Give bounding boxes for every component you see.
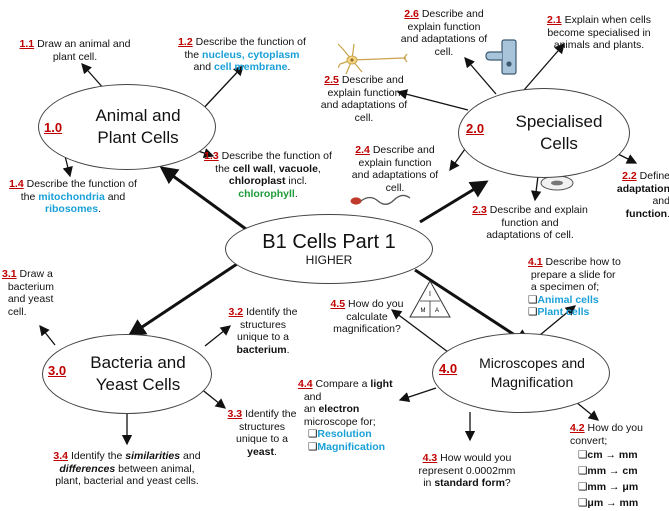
- item-4-5: 4.5 How do you calculate magnification?: [330, 298, 404, 335]
- item-1-2: 1.2 Describe the function of the nucleus…: [178, 36, 306, 73]
- convert-um-mm: μm → mm: [578, 495, 668, 511]
- option-resolution: Resolution: [308, 428, 402, 441]
- topic-3-line2: Yeast Cells: [95, 375, 181, 394]
- topic-1-line1: Animal and: [95, 106, 181, 125]
- item-1-3: 1.3 Describe the function of the cell wa…: [204, 150, 332, 200]
- topic-2-number: 2.0: [466, 121, 485, 136]
- triangle-top-label: I: [429, 291, 431, 298]
- topic-4-line1: Microscopes and: [479, 355, 585, 371]
- conversion-list: cm → mm mm → cm mm → μm μm → mm: [570, 447, 668, 511]
- topic-animal-plant-cells: Animal and Plant Cells: [38, 84, 216, 170]
- topic-2-line1: Specialised: [515, 112, 603, 131]
- item-2-3: 2.3 Describe and explain function and ad…: [472, 204, 588, 241]
- slide-options-list: Animal cells Plant cells: [528, 294, 648, 319]
- topic-bacteria-yeast-cells: Bacteria and Yeast Cells: [42, 334, 212, 414]
- item-2-6: 2.6 Describe and explain function and ad…: [400, 8, 488, 58]
- item-1-4: 1.4 Describe the function of the mitocho…: [9, 178, 137, 215]
- item-2-4: 2.4 Describe and explain function and ad…: [351, 144, 439, 194]
- magnification-triangle-icon: I M A: [409, 279, 451, 318]
- option-magnification: Magnification: [308, 441, 402, 454]
- item-4-1: 4.1 Describe how to prepare a slide for …: [528, 256, 648, 319]
- topic-4-line2: Magnification: [490, 374, 574, 390]
- topic-2-line2: Cells: [540, 134, 578, 153]
- center-title: B1 Cells Part 1: [262, 231, 396, 253]
- topic-3-line1: Bacteria and: [90, 353, 186, 372]
- center-subtitle: HIGHER: [305, 253, 353, 267]
- center-topic-node: B1 Cells Part 1 HIGHER: [225, 214, 433, 284]
- option-plant-cells: Plant cells: [528, 306, 648, 319]
- neuron-cell-icon: [338, 43, 408, 75]
- item-2-5: 2.5 Describe and explain function and ad…: [320, 74, 408, 124]
- topic-4-number: 4.0: [439, 361, 458, 376]
- item-4-2: 4.2 How do you convert; cm → mm mm → cm …: [570, 422, 668, 511]
- option-animal-cells: Animal cells: [528, 294, 648, 307]
- topic-specialised-cells: Specialised Cells: [458, 88, 630, 178]
- item-4-4: 4.4 Compare a light and an electron micr…: [298, 378, 402, 453]
- convert-cm-mm: cm → mm: [578, 447, 668, 463]
- convert-mm-um: mm → μm: [578, 479, 668, 495]
- convert-mm-cm: mm → cm: [578, 463, 668, 479]
- topic-1-line2: Plant Cells: [97, 128, 179, 147]
- item-3-4: 3.4 Identify the similarities and differ…: [53, 450, 201, 487]
- compare-options-list: Resolution Magnification: [298, 428, 402, 453]
- triangle-left-label: M: [421, 308, 426, 314]
- triangle-right-label: A: [435, 308, 439, 314]
- item-3-2: 3.2 Identify the structures unique to a …: [228, 306, 298, 356]
- item-4-3: 4.3 How would you represent 0.0002mm in …: [418, 452, 516, 489]
- item-2-2: 2.2 Define adaptation and function.: [616, 170, 669, 220]
- item-3-1: 3.1 Draw a bacterium and yeast cell.: [2, 268, 54, 318]
- topic-microscopes-magnification: Microscopes and Magnification: [432, 333, 610, 413]
- topic-1-number: 1.0: [44, 120, 63, 135]
- item-3-3: 3.3 Identify the structures unique to a …: [227, 408, 297, 458]
- item-1-1: 1.1 Draw an animal and plant cell.: [19, 38, 131, 63]
- item-2-1: 2.1 Explain when cells become specialise…: [547, 14, 651, 51]
- root-hair-cell-icon: [485, 39, 517, 75]
- topic-3-number: 3.0: [48, 363, 67, 378]
- sperm-cell-icon: [350, 194, 411, 205]
